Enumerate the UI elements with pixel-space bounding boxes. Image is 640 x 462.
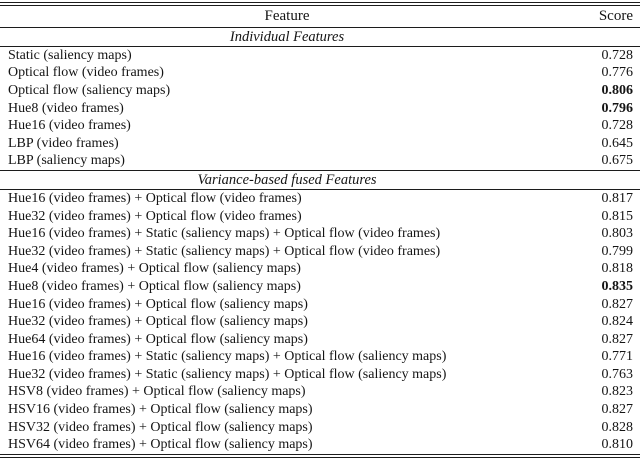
table-row: HSV16 (video frames) + Optical flow (sal… [0,401,640,419]
feature-cell: Hue16 (video frames) + Optical flow (sal… [8,296,308,312]
feature-column-header: Feature [264,8,310,24]
score-cell: 0.835 [601,278,634,294]
feature-cell: Hue16 (video frames) + Static (saliency … [8,349,447,365]
score-column-header: Score [598,8,633,24]
feature-cell: Hue8 (video frames) + Optical flow (sali… [8,278,301,294]
table-row: LBP (saliency maps) 0.675 [0,153,640,171]
feature-cell: Hue32 (video frames) + Static (saliency … [8,366,447,382]
feature-cell: Hue4 (video frames) + Optical flow (sali… [8,261,301,277]
feature-cell: Hue16 (video frames) + Optical flow (vid… [8,190,302,206]
score-cell: 0.728 [601,118,634,134]
score-cell: 0.810 [601,437,634,453]
table-row: Hue16 (video frames) + Optical flow (vid… [0,190,640,208]
feature-cell: HSV16 (video frames) + Optical flow (sal… [8,402,313,418]
score-cell: 0.806 [601,82,634,98]
score-cell: 0.818 [601,261,634,277]
score-cell: 0.763 [601,366,634,382]
top-double-rule [0,2,640,6]
table-row: Hue16 (video frames) 0.728 [0,117,640,135]
feature-cell: Hue8 (video frames) [8,100,124,116]
table-row: Hue32 (video frames) + Static (saliency … [0,243,640,261]
feature-cell: LBP (saliency maps) [8,153,125,169]
table-row: Hue32 (video frames) + Optical flow (vid… [0,208,640,226]
score-cell: 0.728 [601,47,634,63]
table-row: Hue16 (video frames) + Static (saliency … [0,225,640,243]
bottom-double-rule [0,454,640,459]
table-row: Hue16 (video frames) + Static (saliency … [0,349,640,367]
feature-cell: Hue16 (video frames) + Static (saliency … [8,226,441,242]
table-row: Hue8 (video frames) 0.796 [0,100,640,118]
score-cell: 0.796 [601,100,634,116]
feature-cell: Hue32 (video frames) + Optical flow (sal… [8,314,308,330]
feature-cell: LBP (video frames) [8,135,119,151]
score-cell: 0.824 [601,314,634,330]
feature-cell: Hue32 (video frames) + Static (saliency … [8,243,441,259]
table-row: LBP (video frames) 0.645 [0,135,640,153]
table-row: HSV8 (video frames) + Optical flow (sali… [0,384,640,402]
section-bottom-rule [0,189,640,191]
section-top-rule [0,27,640,28]
table-row: Hue16 (video frames) + Optical flow (sal… [0,296,640,314]
score-cell: 0.827 [601,402,634,418]
feature-cell: HSV8 (video frames) + Optical flow (sali… [8,384,306,400]
feature-cell: Hue64 (video frames) + Optical flow (sal… [8,331,308,347]
score-cell: 0.771 [601,349,634,365]
score-cell: 0.799 [601,243,634,259]
table-row: Hue8 (video frames) + Optical flow (sali… [0,278,640,296]
table-row: Optical flow (saliency maps) 0.806 [0,82,640,100]
table-row: Optical flow (video frames) 0.776 [0,65,640,83]
score-cell: 0.823 [601,384,634,400]
section-title: Variance-based fused Features [197,171,377,188]
table-header-row: Feature Score [0,6,640,27]
table-row: HSV32 (video frames) + Optical flow (sal… [0,419,640,437]
feature-cell: Optical flow (video frames) [8,65,164,81]
score-cell: 0.675 [601,153,634,169]
feature-cell: Optical flow (saliency maps) [8,82,171,98]
score-cell: 0.817 [601,190,634,206]
score-cell: 0.815 [601,208,634,224]
score-cell: 0.828 [601,419,634,435]
table-row: Hue32 (video frames) + Optical flow (sal… [0,313,640,331]
feature-cell: Static (saliency maps) [8,47,132,63]
table-row: Hue4 (video frames) + Optical flow (sali… [0,261,640,279]
feature-cell: HSV32 (video frames) + Optical flow (sal… [8,419,313,435]
table-row: Hue64 (video frames) + Optical flow (sal… [0,331,640,349]
table-row: Static (saliency maps) 0.728 [0,47,640,65]
table-row: Hue32 (video frames) + Static (saliency … [0,366,640,384]
section-bottom-rule [0,46,640,47]
score-cell: 0.776 [601,65,634,81]
feature-cell: HSV64 (video frames) + Optical flow (sal… [8,437,313,453]
score-cell: 0.827 [601,296,634,312]
feature-cell: Hue16 (video frames) [8,118,131,134]
score-cell: 0.803 [601,226,634,242]
section-title-row: Individual Features [0,28,640,46]
table-row: HSV64 (video frames) + Optical flow (sal… [0,436,640,454]
score-cell: 0.645 [601,135,634,151]
section-title: Individual Features [229,28,345,45]
section-title-row: Variance-based fused Features [0,171,640,189]
section-top-rule [0,170,640,172]
feature-cell: Hue32 (video frames) + Optical flow (vid… [8,208,302,224]
score-cell: 0.827 [601,331,634,347]
